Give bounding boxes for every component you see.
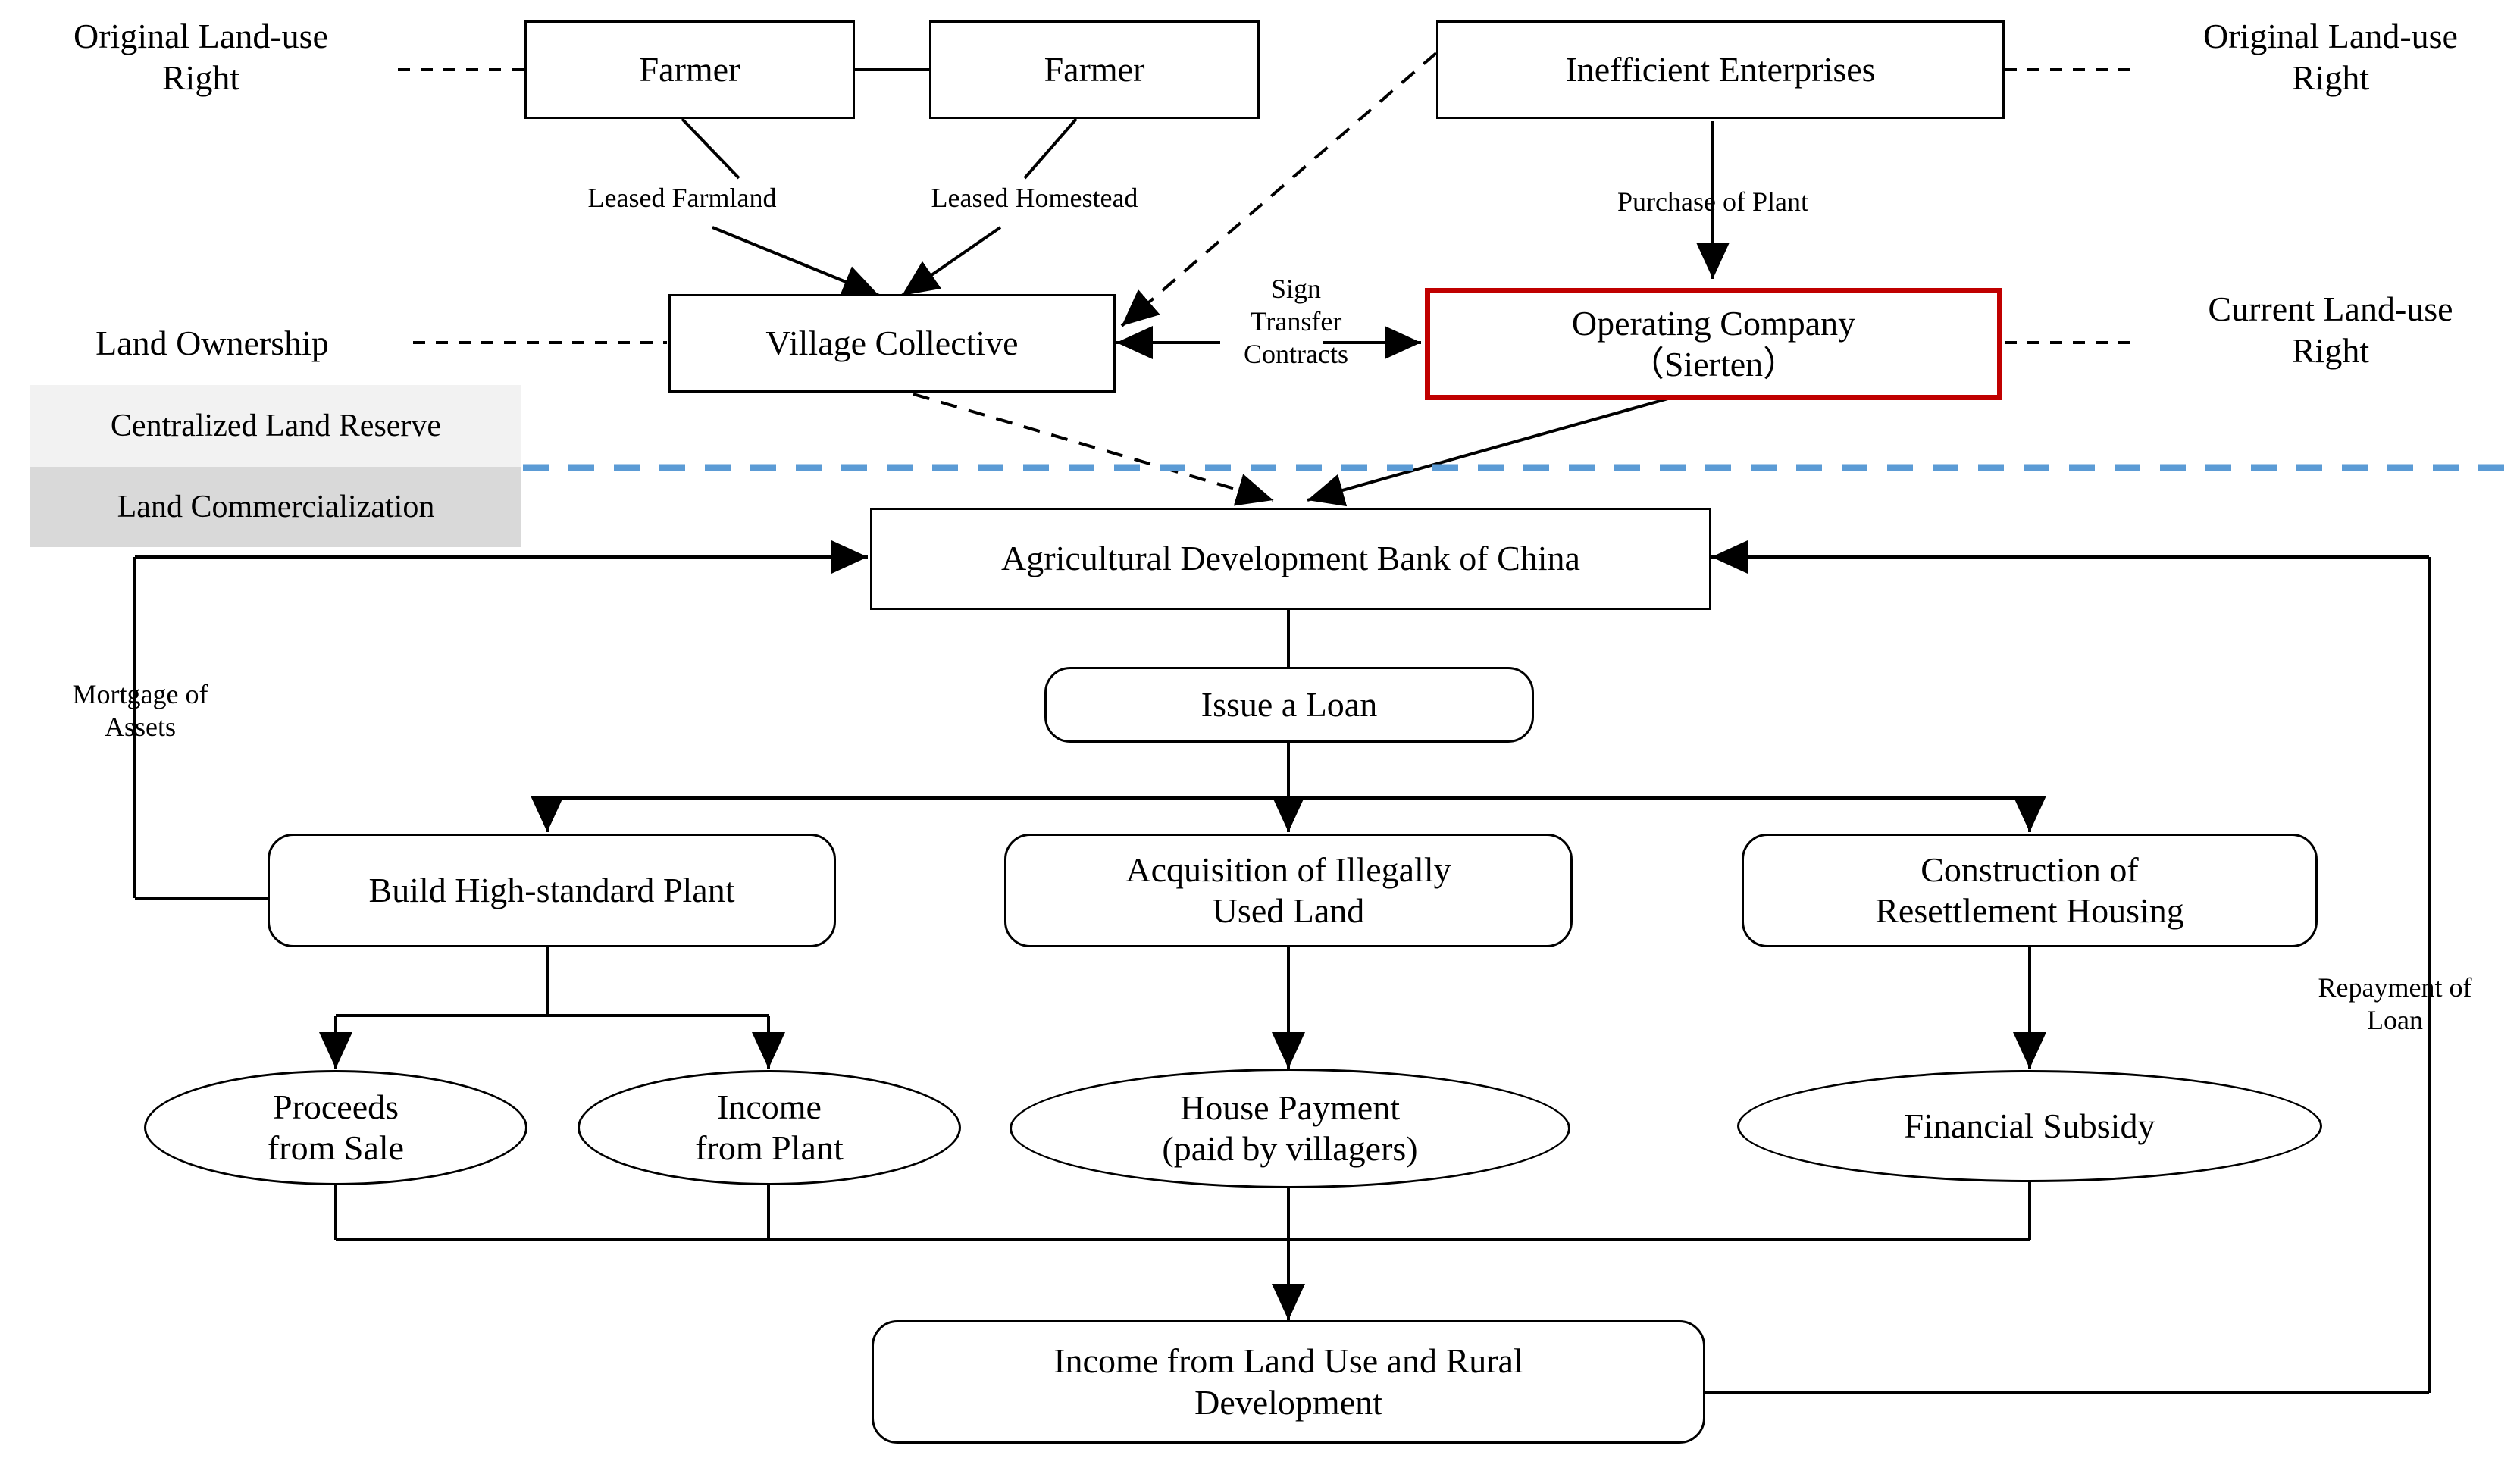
edge-label-sign-transfer-contracts: Sign Transfer Contracts [1244, 274, 1348, 370]
stage-tag-label: Centralized Land Reserve [110, 408, 442, 443]
node-farmer-2[interactable]: Farmer [929, 20, 1260, 119]
link-village-bank [913, 393, 1274, 506]
node-financial-subsidy[interactable]: Financial Subsidy [1737, 1070, 2322, 1182]
stage-tag-label: Land Commercialization [117, 490, 435, 524]
node-build-high-standard-plant[interactable]: Build High-standard Plant [268, 834, 836, 947]
node-label: House Payment (paid by villagers) [1162, 1088, 1418, 1168]
side-label-original-land-use-right-right: Original Land-use Right [2203, 17, 2458, 98]
node-label: Village Collective [765, 323, 1019, 362]
node-agricultural-development-bank[interactable]: Agricultural Development Bank of China [870, 508, 1711, 610]
edge-label-leased-homestead: Leased Homestead [931, 183, 1138, 213]
edge-label-leased-farmland: Leased Farmland [587, 183, 777, 213]
side-label-land-ownership: Land Ownership [95, 324, 329, 362]
edge-label-purchase-of-plant: Purchase of Plant [1617, 186, 1808, 217]
node-label: Construction of Resettlement Housing [1875, 850, 2184, 930]
node-label: Income from Land Use and Rural Developme… [1053, 1341, 1523, 1422]
node-label: Farmer [1044, 49, 1145, 89]
node-label: Financial Subsidy [1904, 1106, 2155, 1145]
node-label: Farmer [639, 49, 740, 89]
edge-label-repayment-of-loan: Repayment of Loan [2318, 972, 2472, 1036]
node-income-from-land-use[interactable]: Income from Land Use and Rural Developme… [872, 1320, 1705, 1444]
node-label: Acquisition of Illegally Used Land [1125, 850, 1451, 930]
node-acquisition-of-illegally-used-land[interactable]: Acquisition of Illegally Used Land [1004, 834, 1573, 947]
side-label-current-land-use-right: Current Land-use Right [2208, 289, 2453, 371]
node-label: Operating Company （Sierten） [1571, 303, 1856, 383]
node-construction-of-resettlement-housing[interactable]: Construction of Resettlement Housing [1742, 834, 2318, 947]
node-village-collective[interactable]: Village Collective [668, 294, 1116, 393]
loan-distribution-bus [531, 743, 2046, 832]
link-plant-outputs [319, 947, 785, 1069]
edge-label-mortgage-of-assets: Mortgage of Assets [72, 679, 208, 743]
node-label: Agricultural Development Bank of China [1001, 539, 1580, 578]
income-aggregation-bus [334, 1179, 2031, 1320]
node-label: Income from Plant [695, 1087, 844, 1167]
node-label: Proceeds from Sale [267, 1087, 405, 1167]
node-issue-a-loan[interactable]: Issue a Loan [1044, 667, 1534, 743]
node-proceeds-from-sale[interactable]: Proceeds from Sale [144, 1070, 527, 1185]
node-label: Build High-standard Plant [368, 870, 735, 909]
node-label: Inefficient Enterprises [1565, 49, 1876, 89]
node-inefficient-enterprises[interactable]: Inefficient Enterprises [1436, 20, 2005, 119]
link-operating-bank [1307, 394, 1679, 507]
node-house-payment[interactable]: House Payment (paid by villagers) [1010, 1069, 1570, 1188]
stage-tag-centralized-land-reserve: Centralized Land Reserve [30, 385, 521, 467]
stage-tag-land-commercialization: Land Commercialization [30, 467, 521, 547]
node-farmer-1[interactable]: Farmer [524, 20, 855, 119]
node-income-from-plant[interactable]: Income from Plant [578, 1070, 961, 1185]
side-label-original-land-use-right-left: Original Land-use Right [74, 17, 328, 98]
node-label: Issue a Loan [1201, 684, 1378, 724]
node-operating-company[interactable]: Operating Company （Sierten） [1425, 288, 2002, 400]
